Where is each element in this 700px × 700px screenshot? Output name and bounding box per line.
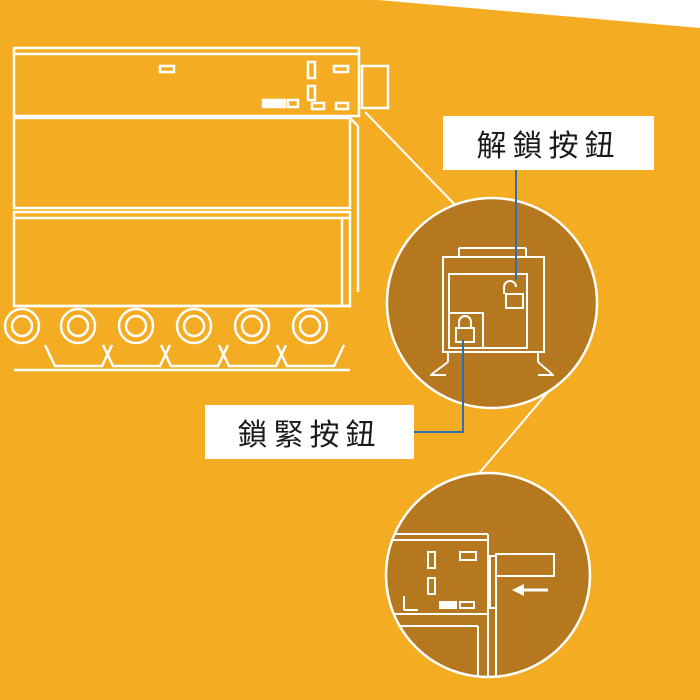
zoom-callout-line-lower — [469, 391, 549, 485]
unlock-button-label: 解鎖按鈕 — [443, 116, 654, 170]
connector-zoom-circle — [384, 471, 592, 679]
lock-button-label: 鎖緊按鈕 — [205, 405, 414, 459]
unlock-button-text: 解鎖按鈕 — [476, 129, 621, 164]
end-cap-zoom-circle — [385, 196, 599, 410]
lock-leader-line — [414, 340, 464, 433]
zoom-callout-line — [364, 111, 463, 213]
lamp-row — [3, 307, 346, 368]
lock-button-text: 鎖緊按鈕 — [237, 418, 382, 453]
track-light-fixture — [3, 46, 390, 372]
arrow-left-icon — [512, 584, 548, 596]
padlock-open-icon — [503, 280, 524, 309]
padlock-closed-icon — [455, 315, 475, 343]
